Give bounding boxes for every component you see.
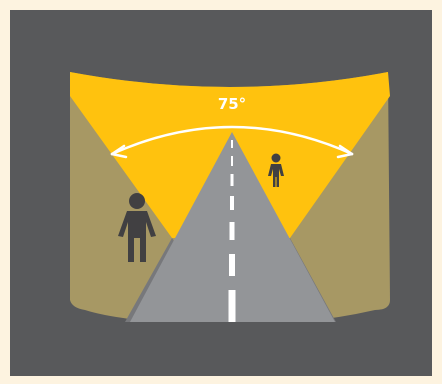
road-base bbox=[120, 322, 345, 328]
angle-label: 75° bbox=[218, 95, 246, 113]
